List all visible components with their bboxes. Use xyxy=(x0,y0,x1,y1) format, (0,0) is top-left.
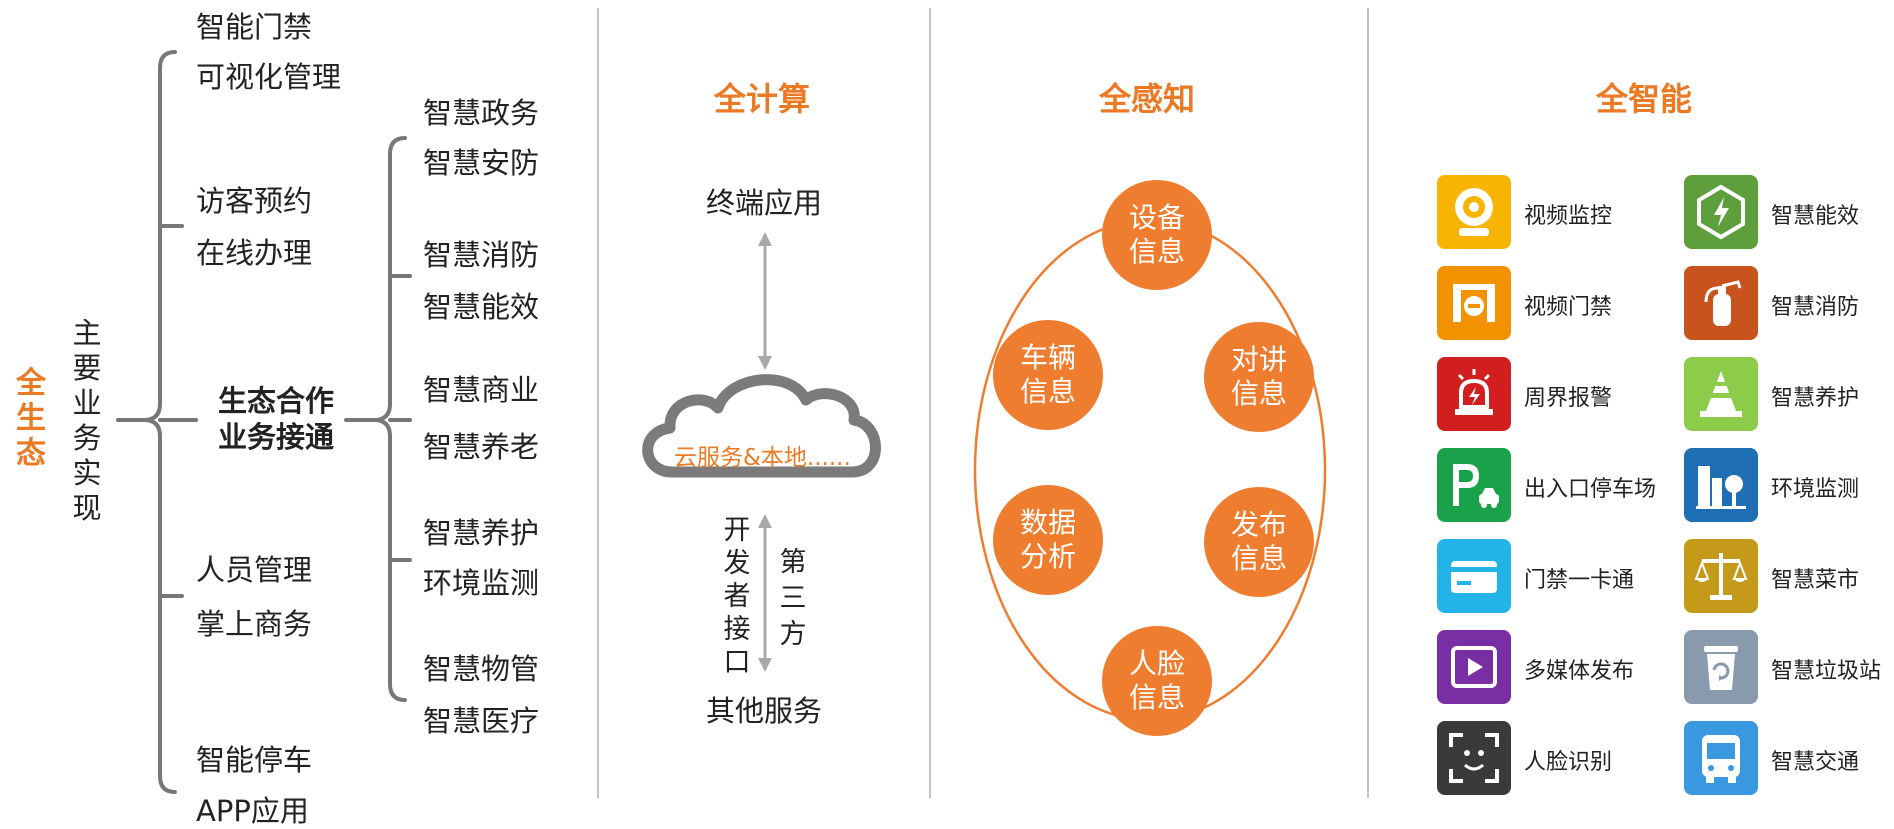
cloud-service-label: 云服务&本地...... xyxy=(674,445,851,471)
scale-icon xyxy=(1684,539,1758,613)
right-item: 智慧物管 xyxy=(423,652,540,686)
right-item: 环境监测 xyxy=(423,566,540,600)
cloud-icon xyxy=(642,374,881,478)
tile-label: 视频监控 xyxy=(1524,204,1613,229)
compute-section: 全计算 终端应用 云服务&本地...... 开发者接口 第三方 其他服务 xyxy=(600,0,930,829)
recycle-bin-icon xyxy=(1684,630,1758,704)
left-item: 掌上商务 xyxy=(196,607,313,641)
terminal-app-label: 终端应用 xyxy=(706,186,823,220)
right-item: 智慧安防 xyxy=(423,146,540,180)
alarm-icon xyxy=(1437,357,1511,431)
tile-label: 智慧交通 xyxy=(1771,750,1860,775)
intelligence-title: 全智能 xyxy=(1596,80,1693,118)
media-play-icon xyxy=(1437,630,1511,704)
traffic-cone-icon xyxy=(1684,357,1758,431)
ecosystem-section: 全生态 主要业务实现 生态合作 业务接通 智能门禁 可视化管理 访客预约 在线办… xyxy=(0,0,600,829)
tile-label: 智慧能效 xyxy=(1771,204,1860,229)
tile-label: 环境监测 xyxy=(1771,477,1860,502)
tile-label: 智慧消防 xyxy=(1771,295,1860,320)
compute-title: 全计算 xyxy=(714,80,811,118)
divider-2 xyxy=(929,8,931,798)
up-down-arrow-icon xyxy=(758,514,772,672)
up-down-arrow-icon xyxy=(758,232,772,370)
main-business-label: 主要业务实现 xyxy=(72,316,102,525)
third-party-label: 第三方 xyxy=(779,547,807,650)
tile-label: 多媒体发布 xyxy=(1524,659,1635,684)
right-item: 智慧商业 xyxy=(423,373,540,407)
tile-label: 智慧菜市 xyxy=(1771,568,1860,593)
door-access-icon xyxy=(1437,266,1511,340)
tile-label: 智慧养护 xyxy=(1771,386,1860,411)
fire-extinguisher-icon xyxy=(1684,266,1758,340)
left-item: 访客预约 xyxy=(196,184,313,218)
tile-label: 周界报警 xyxy=(1524,386,1613,411)
perception-node-device: 设备信息 xyxy=(1102,180,1212,290)
perception-node-vehicle: 车辆信息 xyxy=(993,320,1103,430)
bus-icon xyxy=(1684,721,1758,795)
tile-label: 视频门禁 xyxy=(1524,295,1613,320)
tile-label: 智慧垃圾站 xyxy=(1771,659,1882,684)
center-label-line1: 生态合作 xyxy=(218,384,335,418)
other-services-label: 其他服务 xyxy=(706,694,823,728)
perception-node-face: 人脸信息 xyxy=(1102,626,1212,736)
right-item: 智慧政务 xyxy=(423,96,540,130)
compute-graphics xyxy=(642,232,881,672)
perception-section: 全感知 设备信息 对讲信息 发布信息 人脸信息 数据分析 车辆信息 xyxy=(931,0,1369,829)
left-item: 人员管理 xyxy=(196,553,313,587)
left-item: 智能停车 xyxy=(196,743,313,777)
card-icon xyxy=(1437,539,1511,613)
parking-icon xyxy=(1437,448,1511,522)
perception-node-intercom: 对讲信息 xyxy=(1204,322,1314,432)
center-label-line2: 业务接通 xyxy=(218,420,335,454)
energy-icon xyxy=(1684,175,1758,249)
tile-label: 门禁一卡通 xyxy=(1524,568,1635,593)
left-item: APP应用 xyxy=(196,794,309,828)
tile-label: 出入口停车场 xyxy=(1524,477,1657,502)
right-item: 智慧医疗 xyxy=(423,704,540,738)
face-scan-icon xyxy=(1437,721,1511,795)
perception-title: 全感知 xyxy=(1099,80,1196,118)
divider-1 xyxy=(597,8,599,798)
tile-label: 人脸识别 xyxy=(1524,750,1613,775)
left-item: 在线办理 xyxy=(196,236,313,270)
city-environment-icon xyxy=(1684,448,1758,522)
perception-node-publish: 发布信息 xyxy=(1204,487,1314,597)
left-item: 可视化管理 xyxy=(196,60,342,94)
developer-interface-label: 开发者接口 xyxy=(723,515,751,678)
right-item: 智慧养老 xyxy=(423,430,540,464)
ecosystem-brackets xyxy=(116,50,412,794)
camera-icon xyxy=(1437,175,1511,249)
right-item: 智慧能效 xyxy=(423,290,540,324)
right-item: 智慧消防 xyxy=(423,238,540,272)
divider-3 xyxy=(1367,8,1369,798)
right-item: 智慧养护 xyxy=(423,516,540,550)
left-item: 智能门禁 xyxy=(196,10,313,44)
ecosystem-title: 全生态 xyxy=(16,366,46,471)
perception-node-data-analysis: 数据分析 xyxy=(993,485,1103,595)
